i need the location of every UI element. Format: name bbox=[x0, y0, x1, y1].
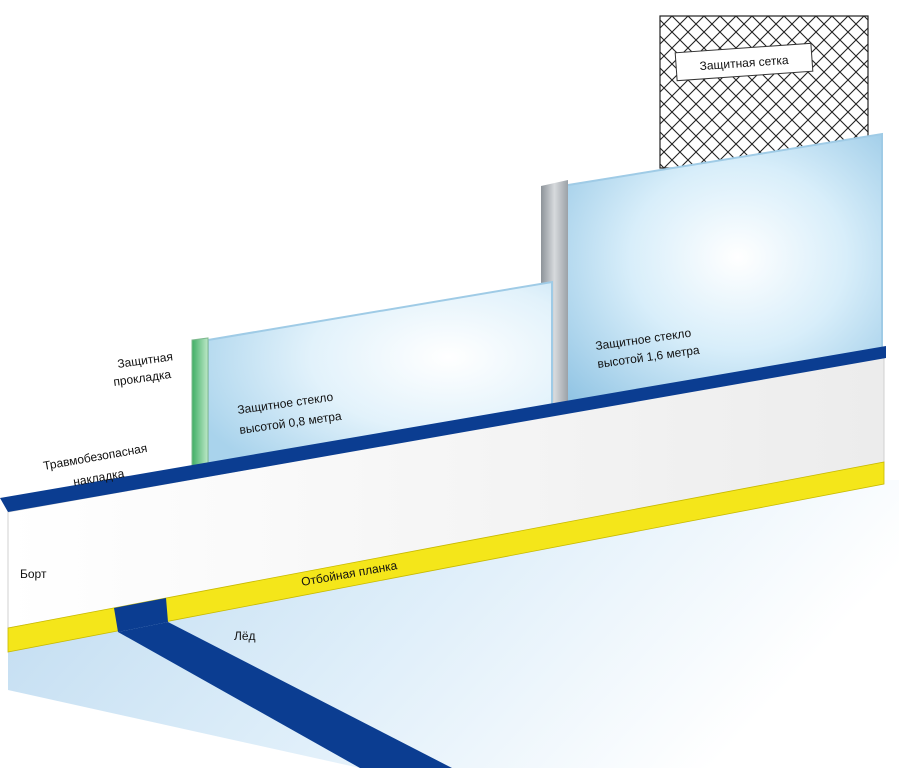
board-label: Борт bbox=[20, 567, 47, 581]
protective-pad bbox=[191, 337, 209, 473]
safety-cap bbox=[0, 346, 886, 512]
ice-label: Лёд bbox=[234, 629, 256, 643]
ice-surface bbox=[8, 480, 899, 768]
kick-plate bbox=[7, 461, 885, 653]
ice-blue-line bbox=[118, 622, 452, 768]
net-label: Защитная сетка bbox=[699, 53, 789, 73]
net-label-box bbox=[674, 42, 814, 82]
kick-plate-blue-segment bbox=[114, 598, 168, 632]
cap-label-line1: Травмобезопасная bbox=[42, 441, 148, 473]
